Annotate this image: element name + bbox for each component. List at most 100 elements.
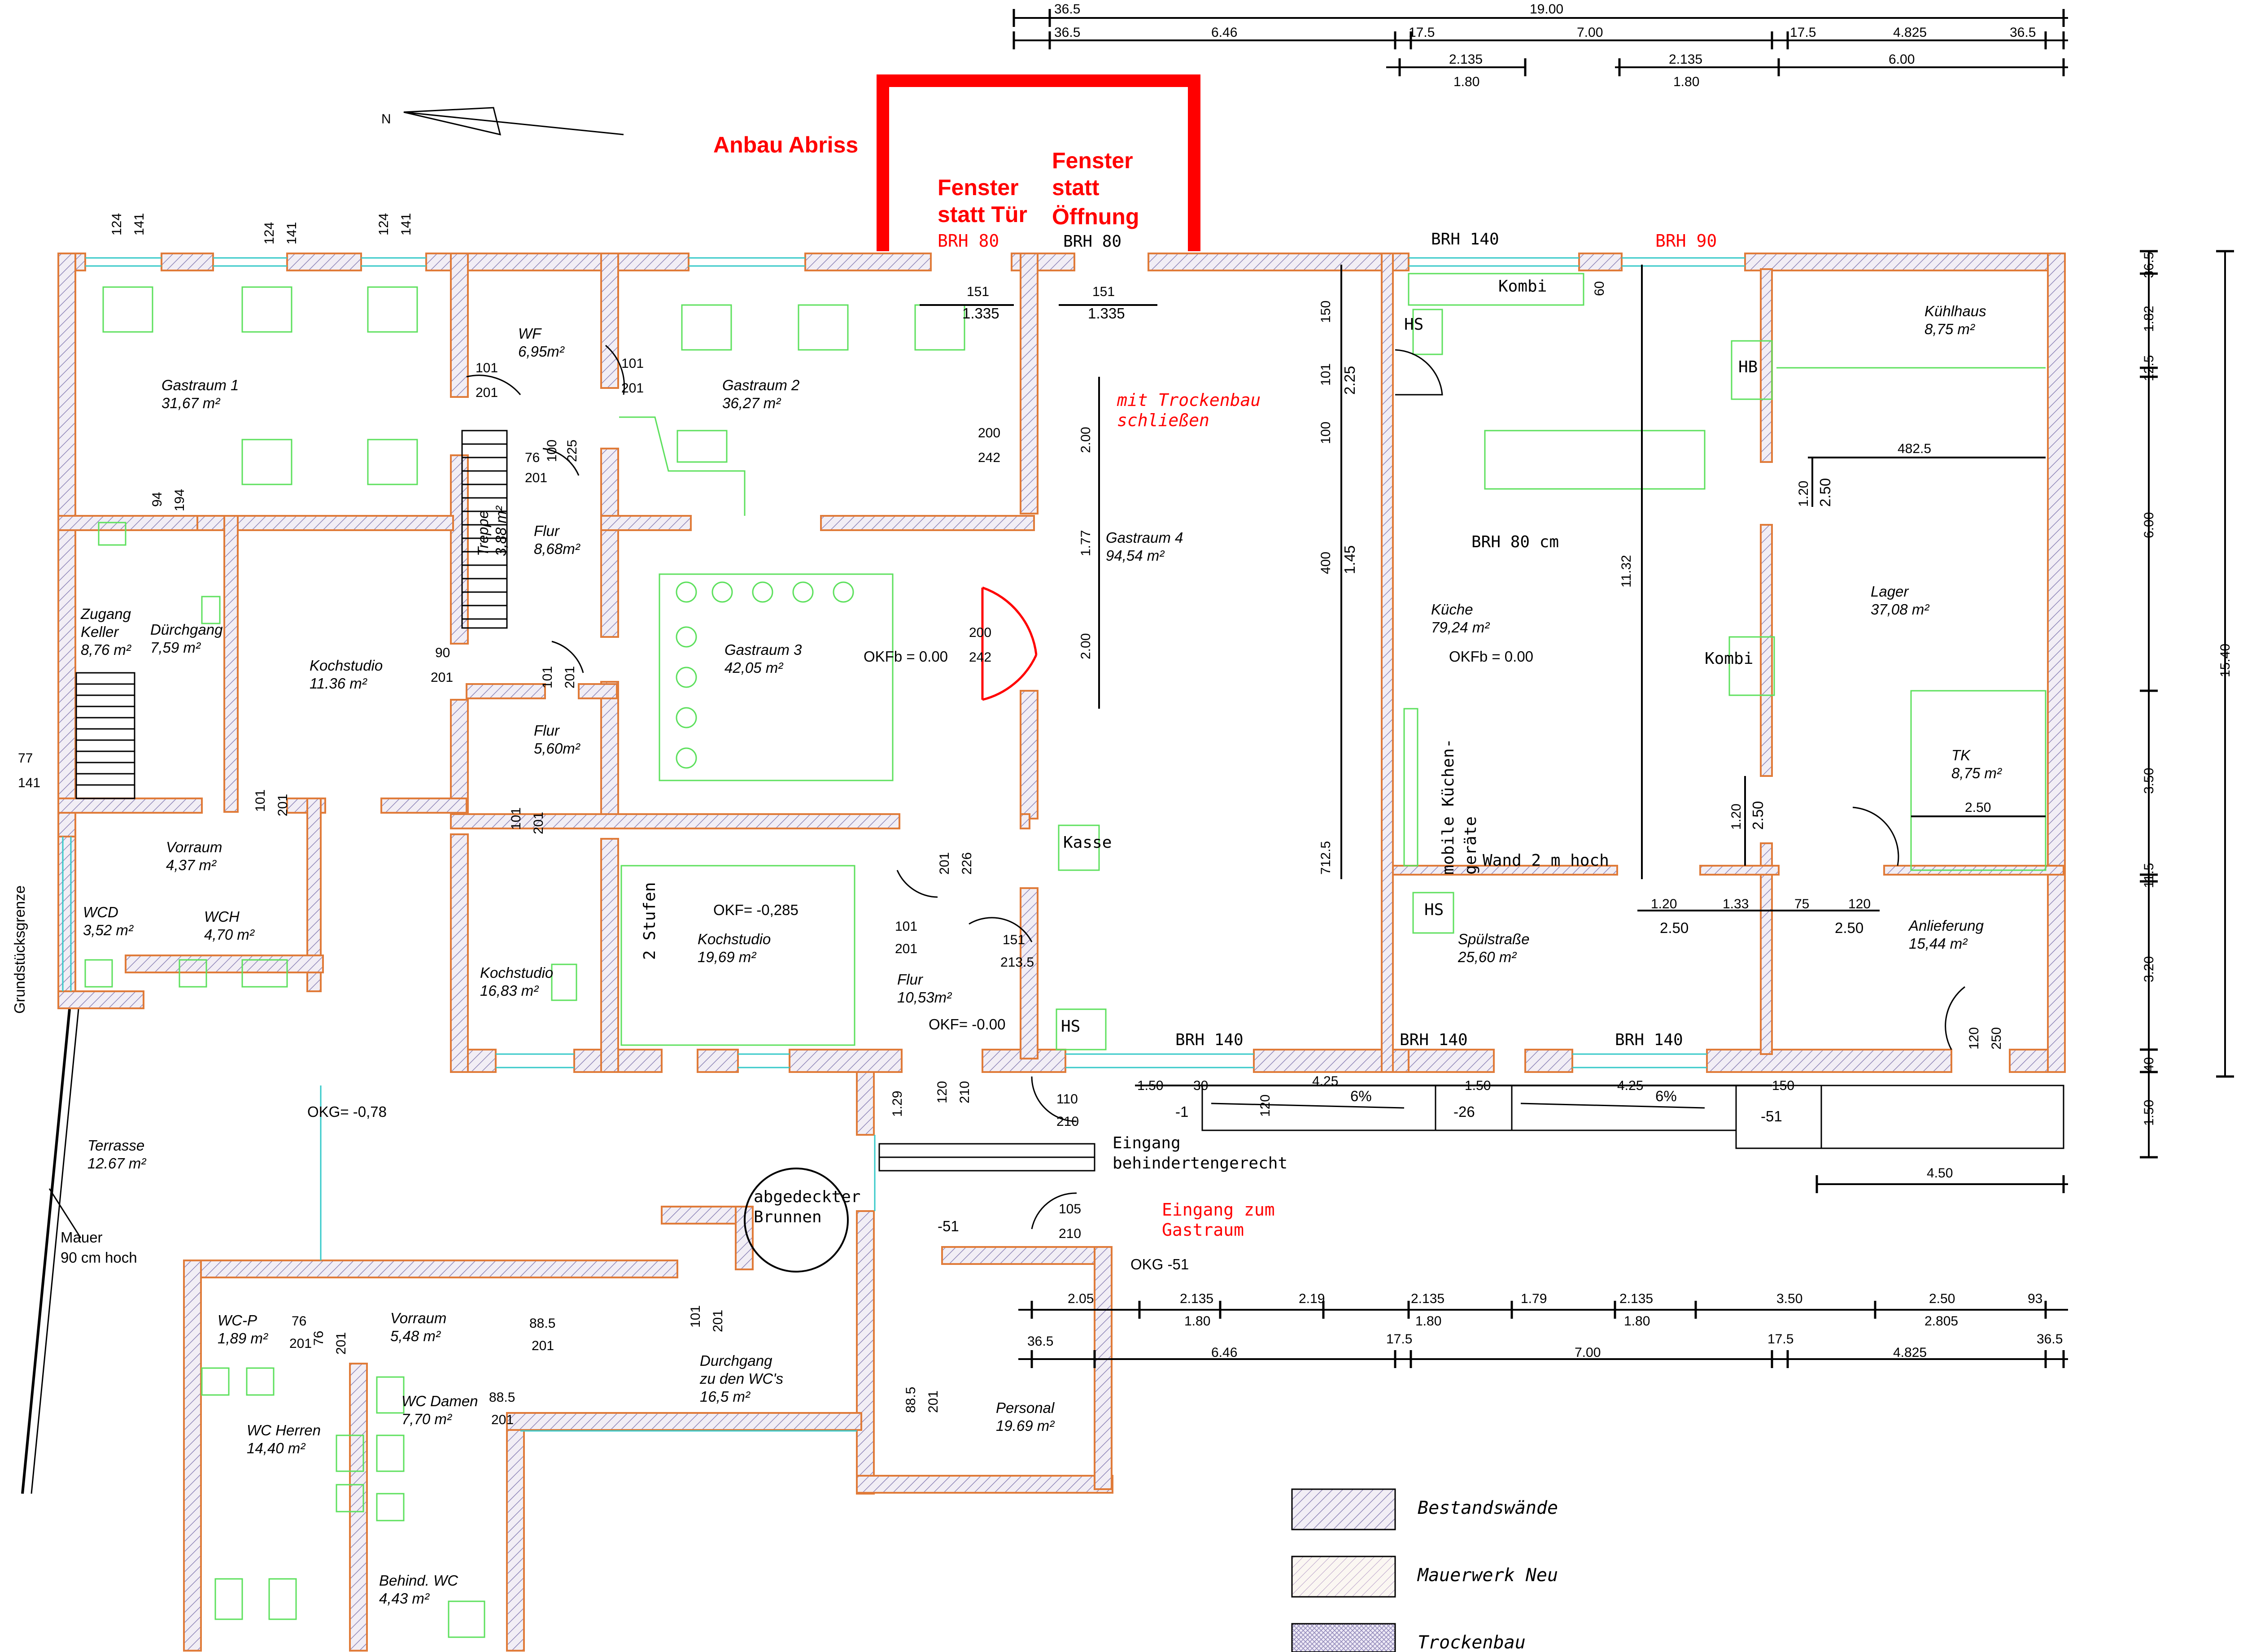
legend-label-trockenbau: Trockenbau xyxy=(1418,1632,1526,1652)
dim-label: 4.25 xyxy=(1312,1074,1338,1089)
dim-label: 210 xyxy=(957,1081,972,1103)
dim-label: 1.20 xyxy=(1796,481,1811,507)
legend-swatch-bestand xyxy=(1291,1488,1396,1530)
dim-label: 1.20 xyxy=(1651,897,1677,911)
dim-label: 6.46 xyxy=(1211,1345,1237,1360)
dim-label: 151 xyxy=(1092,284,1115,299)
room-labels: Gastraum 131,67 m² Gastraum 236,27 m² WF… xyxy=(80,303,2002,1607)
dim-label: 2.50 xyxy=(1835,920,1863,936)
dim-label: 210 xyxy=(1056,1114,1079,1129)
kasse-label: Kasse xyxy=(1063,833,1112,852)
dim-label: 200 xyxy=(969,625,991,640)
dim-label: 2.135 xyxy=(1669,52,1702,67)
dim-label: 3.50 xyxy=(2142,768,2156,794)
dim-label: 150 xyxy=(1772,1078,1794,1093)
hs-3: HS xyxy=(1061,1017,1080,1036)
room-area: 11.36 m² xyxy=(310,675,367,692)
room-area: 94,54 m² xyxy=(1106,547,1165,564)
stairs xyxy=(75,430,1095,1172)
hs-1: HS xyxy=(1404,315,1423,334)
dim-label: 2.805 xyxy=(1924,1314,1958,1329)
brh80-2: BRH 80 xyxy=(1063,232,1122,251)
fenster-oeffnung-line3: Öffnung xyxy=(1052,204,1139,229)
dim-label: 120 xyxy=(1258,1094,1273,1117)
room-name: zu den WC's xyxy=(699,1370,783,1387)
room-area: 8,75 m² xyxy=(1924,321,1975,337)
room-name: Vorraum xyxy=(390,1310,446,1326)
dim-label: 76 xyxy=(311,1331,326,1346)
room-name: Kochstudio xyxy=(310,657,383,674)
brh140-b2: BRH 140 xyxy=(1400,1031,1468,1049)
room-name: Lager xyxy=(1871,583,1909,600)
dim-label: 11.32 xyxy=(1619,555,1634,588)
dim-label: 4.50 xyxy=(1927,1166,1953,1181)
legend-swatch-mauerwerk xyxy=(1291,1556,1396,1598)
room-area: 5,60m² xyxy=(534,740,580,757)
dim-label: 1.79 xyxy=(1521,1291,1547,1306)
dim-label: 151 xyxy=(967,284,989,299)
dim-label: 210 xyxy=(1059,1226,1081,1241)
trockenbau-line2: schließen xyxy=(1117,410,1209,430)
dim-label: 120 xyxy=(1967,1027,1981,1050)
room-name: Keller xyxy=(81,623,119,640)
dim-label: 2.135 xyxy=(1180,1291,1213,1306)
dim-label: 3.20 xyxy=(2142,956,2156,982)
dim-label: 2.135 xyxy=(1619,1291,1653,1306)
dim-label: 36.5 xyxy=(1054,25,1080,40)
dim-label: 60 xyxy=(1592,281,1607,296)
dim-label: 6.46 xyxy=(1211,25,1237,40)
dim-label: 120 xyxy=(935,1081,950,1103)
dim-label: 1.80 xyxy=(1184,1314,1210,1329)
room-area: 31,67 m² xyxy=(161,395,220,411)
dim-label: 201 xyxy=(895,942,917,956)
windows xyxy=(62,257,1745,1432)
dim-label: 6.00 xyxy=(1889,52,1915,67)
dim-label: 201 xyxy=(937,852,952,875)
room-area: 19.69 m² xyxy=(996,1417,1055,1434)
room-name: Flur xyxy=(534,523,560,539)
hs-2: HS xyxy=(1424,901,1444,919)
brh80-red-1: BRH 80 xyxy=(938,231,999,251)
room-area: 79,24 m² xyxy=(1431,619,1490,636)
dim-label: 88.5 xyxy=(903,1387,918,1413)
dim-label: 150 xyxy=(1318,301,1333,323)
room-name: WC Herren xyxy=(247,1422,321,1438)
slope-1: 6% xyxy=(1350,1088,1372,1104)
room-area: 4,70 m² xyxy=(204,926,255,943)
dim-label: 124 xyxy=(376,213,391,235)
room-area: 16,5 m² xyxy=(700,1388,751,1405)
level-m1: -1 xyxy=(1175,1103,1188,1120)
dim-label: 124 xyxy=(109,213,124,235)
dim-label: 75 xyxy=(1794,897,1809,911)
dim-label: 201 xyxy=(621,381,644,396)
brh140-b3: BRH 140 xyxy=(1615,1031,1683,1049)
north-arrow-icon: N xyxy=(381,107,624,136)
dim-label: 1.82 xyxy=(2142,306,2156,332)
anbau-abriss-frame xyxy=(877,74,1200,251)
dim-label: 1.335 xyxy=(962,305,999,322)
dim-label: 76 xyxy=(292,1314,306,1329)
room-name: Gastraum 2 xyxy=(722,377,799,393)
dim-label: 3.50 xyxy=(1776,1291,1802,1306)
room-name: WC Damen xyxy=(401,1393,478,1409)
dim-label: 2.50 xyxy=(1929,1291,1955,1306)
trockenbau-line1: mit Trockenbau xyxy=(1117,390,1261,410)
dim-label: 4.825 xyxy=(1893,25,1927,40)
anbau-abriss-label: Anbau Abriss xyxy=(713,132,858,157)
room-area: 4,43 m² xyxy=(379,1590,430,1607)
dim-label: 101 xyxy=(540,666,555,689)
grenze-label: Grundstücksgrenze xyxy=(11,885,28,1014)
room-area: 5,48 m² xyxy=(390,1328,441,1344)
room-area: 3,88 m² xyxy=(493,506,509,556)
dim-label: 1.50 xyxy=(1465,1078,1491,1093)
dim-label: 1.33 xyxy=(1723,897,1749,911)
room-area: 37,08 m² xyxy=(1871,601,1929,618)
dim-label: 11.5 xyxy=(2142,863,2156,888)
dim-label: 2.50 xyxy=(1817,478,1833,507)
dim-label: 2.25 xyxy=(1341,366,1358,395)
room-area: 10,53m² xyxy=(897,989,952,1006)
room-area: 42,05 m² xyxy=(724,659,783,676)
dim-label: 30 xyxy=(1193,1078,1208,1093)
room-name: Gastraum 3 xyxy=(724,641,802,658)
dim-label: 88.5 xyxy=(529,1316,555,1331)
